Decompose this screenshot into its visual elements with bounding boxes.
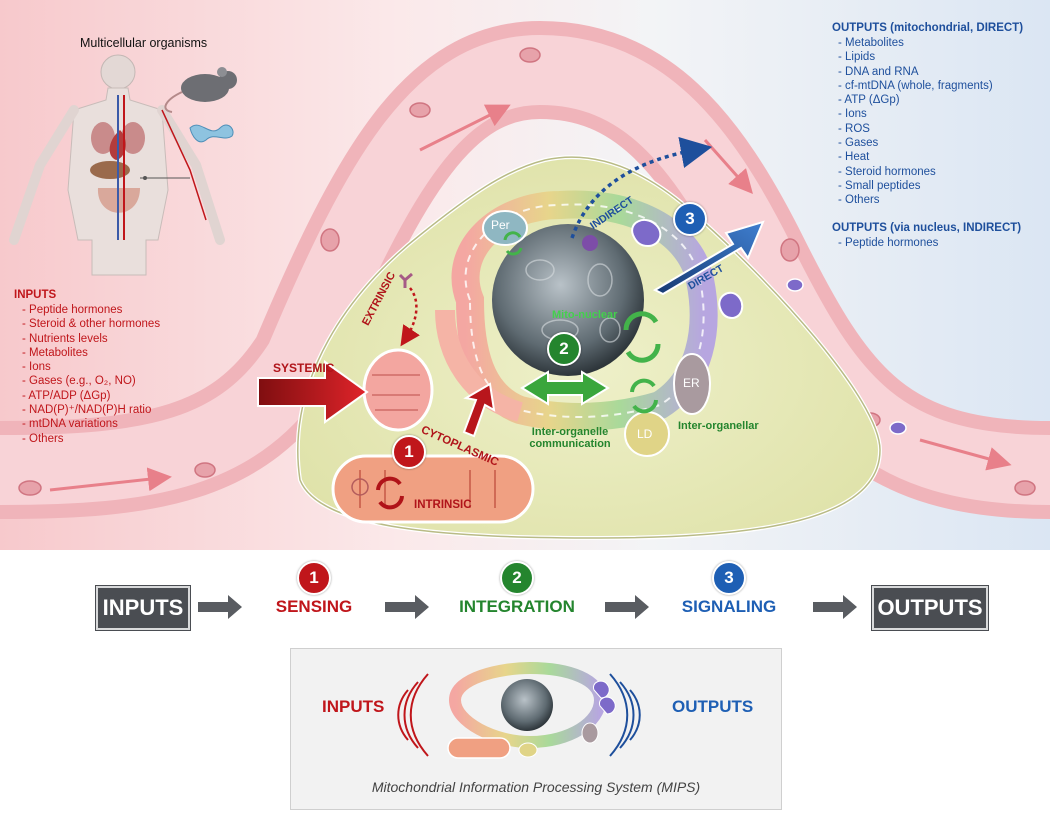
inter-organelle-line-2: communication [529, 438, 611, 450]
receptor [398, 272, 413, 288]
outputs-direct-list: Metabolites Lipids DNA and RNA cf-mtDNA … [838, 36, 993, 208]
flow-integration-label: INTEGRATION [459, 597, 575, 616]
secreted-mitochondria [631, 219, 744, 320]
mito-nuclear-cycle-icon [623, 311, 661, 363]
outputs-direct-heading: OUTPUTS (mitochondrial, DIRECT) [832, 22, 1024, 34]
input-item: Nutrients levels [22, 332, 160, 346]
organisms-title: Multicellular organisms [80, 36, 208, 50]
released-mitochondria [786, 278, 907, 435]
flow-arrow [919, 438, 1012, 471]
mouse-illustration [164, 67, 237, 113]
outputs-indirect-list: Peptide hormones [838, 236, 938, 250]
intrinsic-label: INTRINSIC [414, 499, 472, 511]
endoplasmic-reticulum [673, 353, 711, 415]
flow-sensing-number: 1 [297, 561, 331, 595]
input-item: Metabolites [22, 346, 160, 360]
output-item: DNA and RNA [838, 65, 993, 79]
flow-sensing-label: SENSING [275, 597, 353, 616]
output-item: cf-mtDNA (whole, fragments) [838, 79, 993, 93]
output-item: ATP (ΔGp) [838, 93, 993, 107]
integration-number-badge: 2 [547, 332, 581, 366]
outputs-indirect-heading: OUTPUTS (via nucleus, INDIRECT) [832, 222, 1022, 234]
input-item: Gases (e.g., O₂, NO) [22, 374, 160, 388]
ld-label: LD [637, 427, 653, 441]
input-item: Ions [22, 360, 160, 374]
er-label: ER [683, 376, 700, 390]
inter-organellar-label: Inter-organellar [678, 420, 759, 432]
input-item: Others [22, 432, 160, 446]
flow-inputs-box: INPUTS [96, 586, 190, 630]
input-item: NAD(P)⁺/NAD(P)H ratio [22, 403, 160, 417]
mips-caption: Mitochondrial Information Processing Sys… [371, 779, 701, 795]
extrinsic-mitochondrion [362, 348, 434, 432]
output-item: Others [838, 193, 993, 207]
output-item: Steroid hormones [838, 165, 993, 179]
peroxisome-label: Per [491, 218, 510, 232]
sensing-number-badge: 1 [392, 435, 426, 469]
inter-organellar-cycle-icon [630, 378, 658, 414]
input-item: Steroid & other hormones [22, 317, 160, 331]
worm-illustration [189, 124, 234, 143]
nuclear-pore [582, 235, 598, 251]
output-item: Small peptides [838, 179, 993, 193]
flow-signaling-number: 3 [712, 561, 746, 595]
output-item: Lipids [838, 50, 993, 64]
red-blood-cells [18, 47, 1036, 496]
input-item: Peptide hormones [22, 303, 160, 317]
inter-organelle-line-1: Inter-organelle [531, 426, 609, 438]
inputs-list: Peptide hormones Steroid & other hormone… [22, 303, 160, 446]
flow-integration-number: 2 [500, 561, 534, 595]
flow-signaling-label: SIGNALING [681, 597, 777, 616]
flow-outputs-box: OUTPUTS [872, 586, 988, 630]
human-body-illustration [9, 54, 225, 276]
nucleus [492, 224, 644, 376]
output-item: Ions [838, 107, 993, 121]
output-item: Gases [838, 136, 993, 150]
inputs-heading: INPUTS [14, 289, 57, 301]
output-item: Metabolites [838, 36, 993, 50]
mips-outputs-label: OUTPUTS [672, 697, 754, 716]
systemic-label: SYSTEMIC [273, 361, 335, 375]
systemic-arrow [257, 360, 369, 424]
extrinsic-arrow [400, 287, 420, 347]
output-item: ROS [838, 122, 993, 136]
peroxisome [482, 210, 528, 246]
indirect-arrow [570, 137, 713, 239]
input-item: mtDNA variations [22, 417, 160, 431]
flow-arrow [419, 104, 511, 152]
flow-arrows [198, 595, 857, 619]
peroxisome-cycle-icon [503, 231, 523, 256]
mips-inputs-label: INPUTS [322, 697, 385, 716]
output-item: Peptide hormones [838, 236, 938, 250]
inter-organelle-label: Inter-organelle communication [524, 426, 616, 450]
input-item: ATP/ADP (ΔGp) [22, 389, 160, 403]
output-item: Heat [838, 150, 993, 164]
mito-nuclear-label: Mito-nuclear [552, 309, 618, 321]
inter-organelle-arrow [520, 370, 610, 406]
signaling-number-badge: 3 [673, 202, 707, 236]
intrinsic-mitochondrion [331, 454, 535, 524]
cytoplasmic-arrow [462, 382, 496, 438]
intrinsic-cycle-icon [376, 476, 404, 510]
flow-arrow [49, 467, 172, 492]
direct-arrow [652, 220, 765, 296]
